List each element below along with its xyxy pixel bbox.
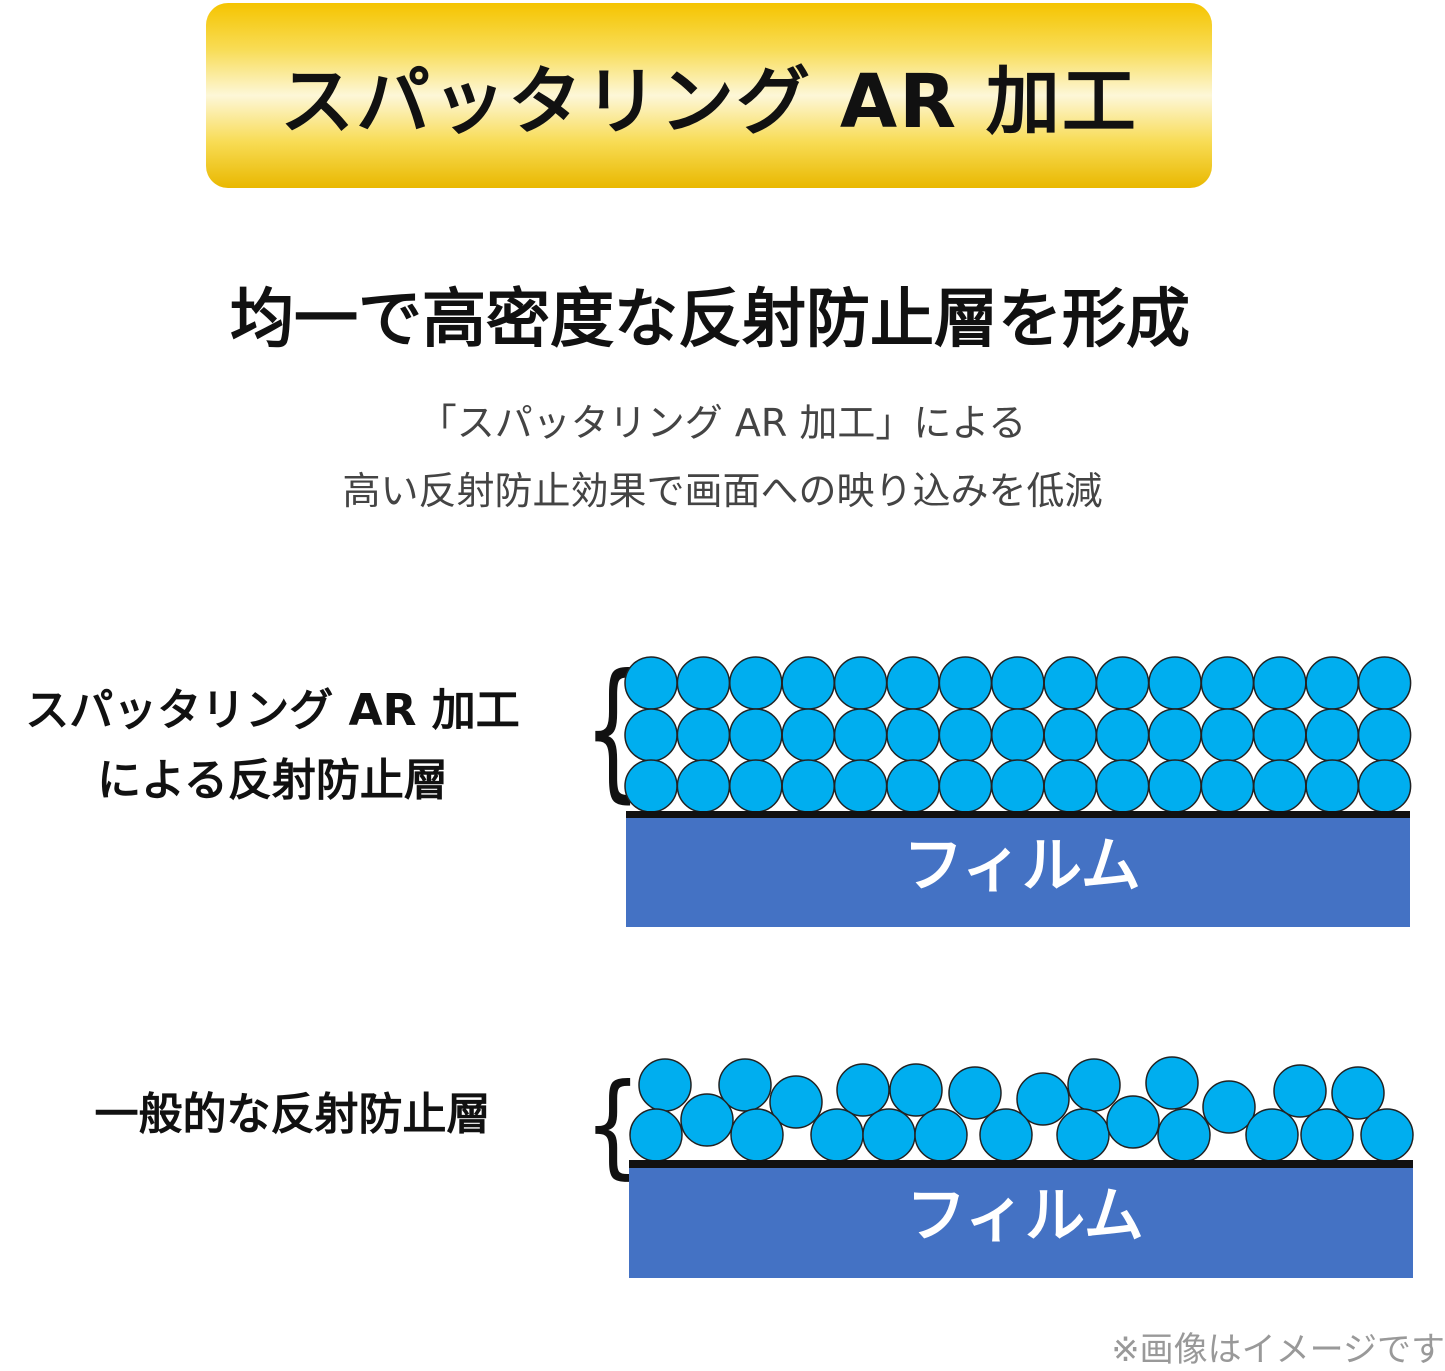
particle [1245, 1108, 1299, 1162]
particle [938, 708, 993, 762]
particle [1305, 759, 1359, 813]
particle [833, 656, 888, 710]
particle [991, 656, 1045, 710]
particle [729, 656, 783, 710]
particle [1148, 759, 1202, 813]
particle [1148, 656, 1202, 710]
particle [886, 656, 940, 710]
particle [1357, 708, 1412, 762]
particle [1148, 708, 1202, 762]
film-top-edge [626, 811, 1410, 818]
label-line: 一般的な反射防止層 [94, 1089, 491, 1140]
particle [1145, 1056, 1199, 1110]
particle [991, 708, 1045, 762]
particle [948, 1066, 1002, 1120]
particle [833, 708, 888, 762]
label-line: スパッタリング AR 加工 [25, 685, 520, 736]
particle [1200, 656, 1255, 710]
particle [676, 656, 731, 710]
particle [624, 708, 678, 762]
particle [1253, 708, 1307, 762]
particle [1043, 656, 1097, 710]
title-banner: スパッタリング AR 加工 [206, 3, 1212, 188]
particle [680, 1093, 734, 1147]
headline: 均一で高密度な反射防止層を形成 [230, 283, 1190, 357]
particle [1360, 1108, 1414, 1162]
particle [886, 708, 940, 762]
particle [1253, 656, 1307, 710]
particle [1043, 708, 1097, 762]
film-bottom-edge [629, 1160, 1413, 1168]
particle [1300, 1108, 1354, 1162]
particle [1095, 656, 1150, 710]
particle [676, 708, 731, 762]
label-line: による反射防止層 [97, 755, 448, 806]
particle [638, 1058, 692, 1112]
particle [729, 759, 783, 813]
particle [1200, 759, 1255, 813]
film-label-bottom: フィルム [906, 1181, 1144, 1251]
particle [862, 1108, 916, 1162]
particle [991, 759, 1045, 813]
banner-title: スパッタリング AR 加工 [280, 59, 1138, 145]
particle [1253, 759, 1307, 813]
image-note: ※画像はイメージです [1111, 1330, 1445, 1370]
particle [1305, 708, 1359, 762]
particle [769, 1075, 823, 1129]
particle [1056, 1108, 1110, 1162]
particle [833, 759, 888, 813]
particle [1305, 656, 1359, 710]
particle [1331, 1066, 1385, 1120]
sputtering-layer-label: スパッタリング AR 加工 による反射防止層 [0, 676, 545, 816]
particle [781, 759, 835, 813]
particle [1016, 1072, 1070, 1126]
subtitle-line-1: 「スパッタリング AR 加工」による [418, 401, 1027, 445]
particle [781, 708, 835, 762]
particle [836, 1063, 890, 1117]
particle [1202, 1080, 1256, 1134]
particle [886, 759, 940, 813]
particle [1106, 1095, 1160, 1149]
particle [1095, 708, 1150, 762]
general-layer-label: 一般的な反射防止層 [40, 1080, 545, 1150]
film-top [626, 815, 1410, 927]
film-bottom [629, 1166, 1413, 1278]
particle [1157, 1108, 1211, 1162]
particle [624, 759, 678, 813]
subtitle-line-2: 高い反射防止効果で画面への映り込みを低減 [342, 469, 1103, 513]
particle [1043, 759, 1097, 813]
particle [889, 1063, 943, 1117]
particle [629, 1108, 683, 1162]
particle [979, 1108, 1033, 1162]
particle [718, 1058, 772, 1112]
particle [676, 759, 731, 813]
particle [1357, 759, 1412, 813]
particle [1095, 759, 1150, 813]
particle [781, 656, 835, 710]
particle [810, 1108, 864, 1162]
particle [730, 1108, 784, 1162]
film-label-top: フィルム [903, 831, 1141, 901]
particle [938, 759, 993, 813]
particle [938, 656, 993, 710]
particle [914, 1108, 968, 1162]
particle [1273, 1064, 1327, 1118]
particle [1067, 1058, 1121, 1112]
particle [624, 656, 678, 710]
particle [1200, 708, 1255, 762]
particle [729, 708, 783, 762]
particle [1357, 656, 1412, 710]
